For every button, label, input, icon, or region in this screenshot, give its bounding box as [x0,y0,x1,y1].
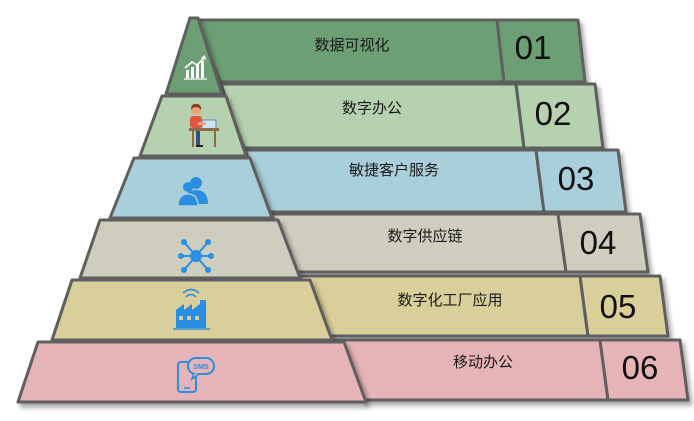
tier-number-04: 04 [579,224,617,261]
tier-band-3 [243,148,628,214]
tier-label-04: 数字供应链 [387,227,463,245]
person-desk-icon [189,103,219,147]
tier-label-01: 数据可视化 [314,36,390,54]
tier-band-5 [296,274,670,338]
sms-phone-icon: SMS [177,357,215,393]
svg-text:SMS: SMS [193,364,209,371]
tier-number-01: 01 [514,29,552,66]
tier-number-03: 03 [557,160,595,197]
chart-icon [184,55,207,80]
tier-band-6 [329,338,690,402]
tier-band-2 [219,82,605,150]
tier-label-06: 移动办公 [452,353,514,371]
tier-band-1 [194,18,587,84]
tier-label-05: 数字化工厂应用 [397,291,503,309]
network-icon [178,239,214,273]
tier-band-4 [269,212,650,274]
tier-label-02: 数字办公 [341,99,403,117]
factory-icon [173,288,210,330]
tier-number-02: 02 [534,95,572,132]
users-icon [177,177,208,207]
pyramid-tier-1 [164,16,224,96]
tier-label-03: 敏捷客户服务 [348,161,440,179]
tier-number-05: 05 [599,288,637,325]
tier-number-06: 06 [621,349,659,386]
